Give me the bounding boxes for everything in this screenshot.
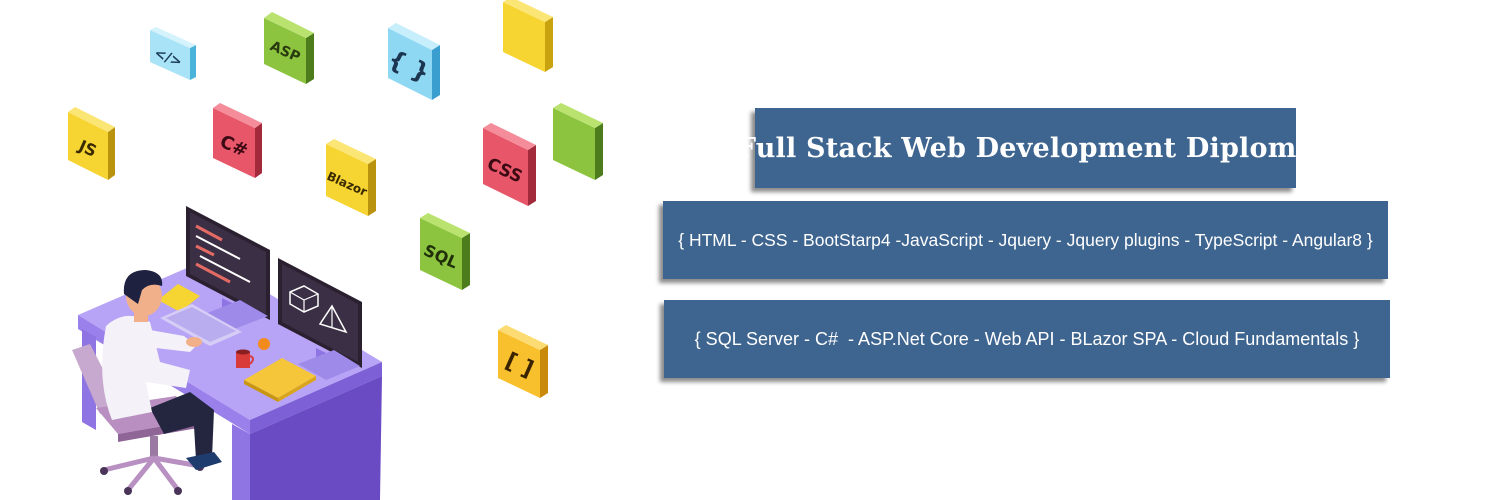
person-icon — [102, 270, 222, 470]
backend-skills-text: { SQL Server - C# - ASP.Net Core - Web A… — [694, 328, 1360, 349]
braces-cube-icon: { } — [384, 23, 440, 100]
csharp-cube-icon: C# — [213, 103, 262, 178]
title-banner: Full Stack Web Development Diploma — [737, 108, 1314, 188]
html-cube-icon: </> — [150, 27, 196, 80]
js-cube-icon: JS — [68, 107, 115, 180]
keyboard-icon — [160, 304, 242, 346]
developer-illustration: </> ASP { } JS C# Blazor — [68, 0, 603, 500]
frontend-skills-banner: { HTML - CSS - BootStarp4 -JavaScript - … — [663, 201, 1388, 279]
frontend-skills-text: { HTML - CSS - BootStarp4 -JavaScript - … — [678, 229, 1373, 250]
fruit-icon — [258, 338, 270, 350]
backend-skills-banner: { SQL Server - C# - ASP.Net Core - Web A… — [664, 300, 1390, 378]
css-cube-icon: CSS — [483, 123, 536, 206]
paper-icon — [158, 284, 200, 312]
monitor-icon — [278, 258, 362, 380]
brackets-cube-icon: [ ] — [498, 325, 548, 398]
asp-cube-icon: ASP — [264, 12, 314, 84]
notebook-icon — [244, 358, 316, 402]
blazor-cube-icon: Blazor — [325, 139, 376, 216]
mug-icon — [236, 349, 254, 368]
page-title: Full Stack Web Development Diploma — [736, 132, 1315, 164]
green-cube-icon — [553, 103, 603, 180]
yellow-cube-icon — [503, 0, 553, 72]
sql-cube-icon: SQL — [420, 213, 470, 290]
